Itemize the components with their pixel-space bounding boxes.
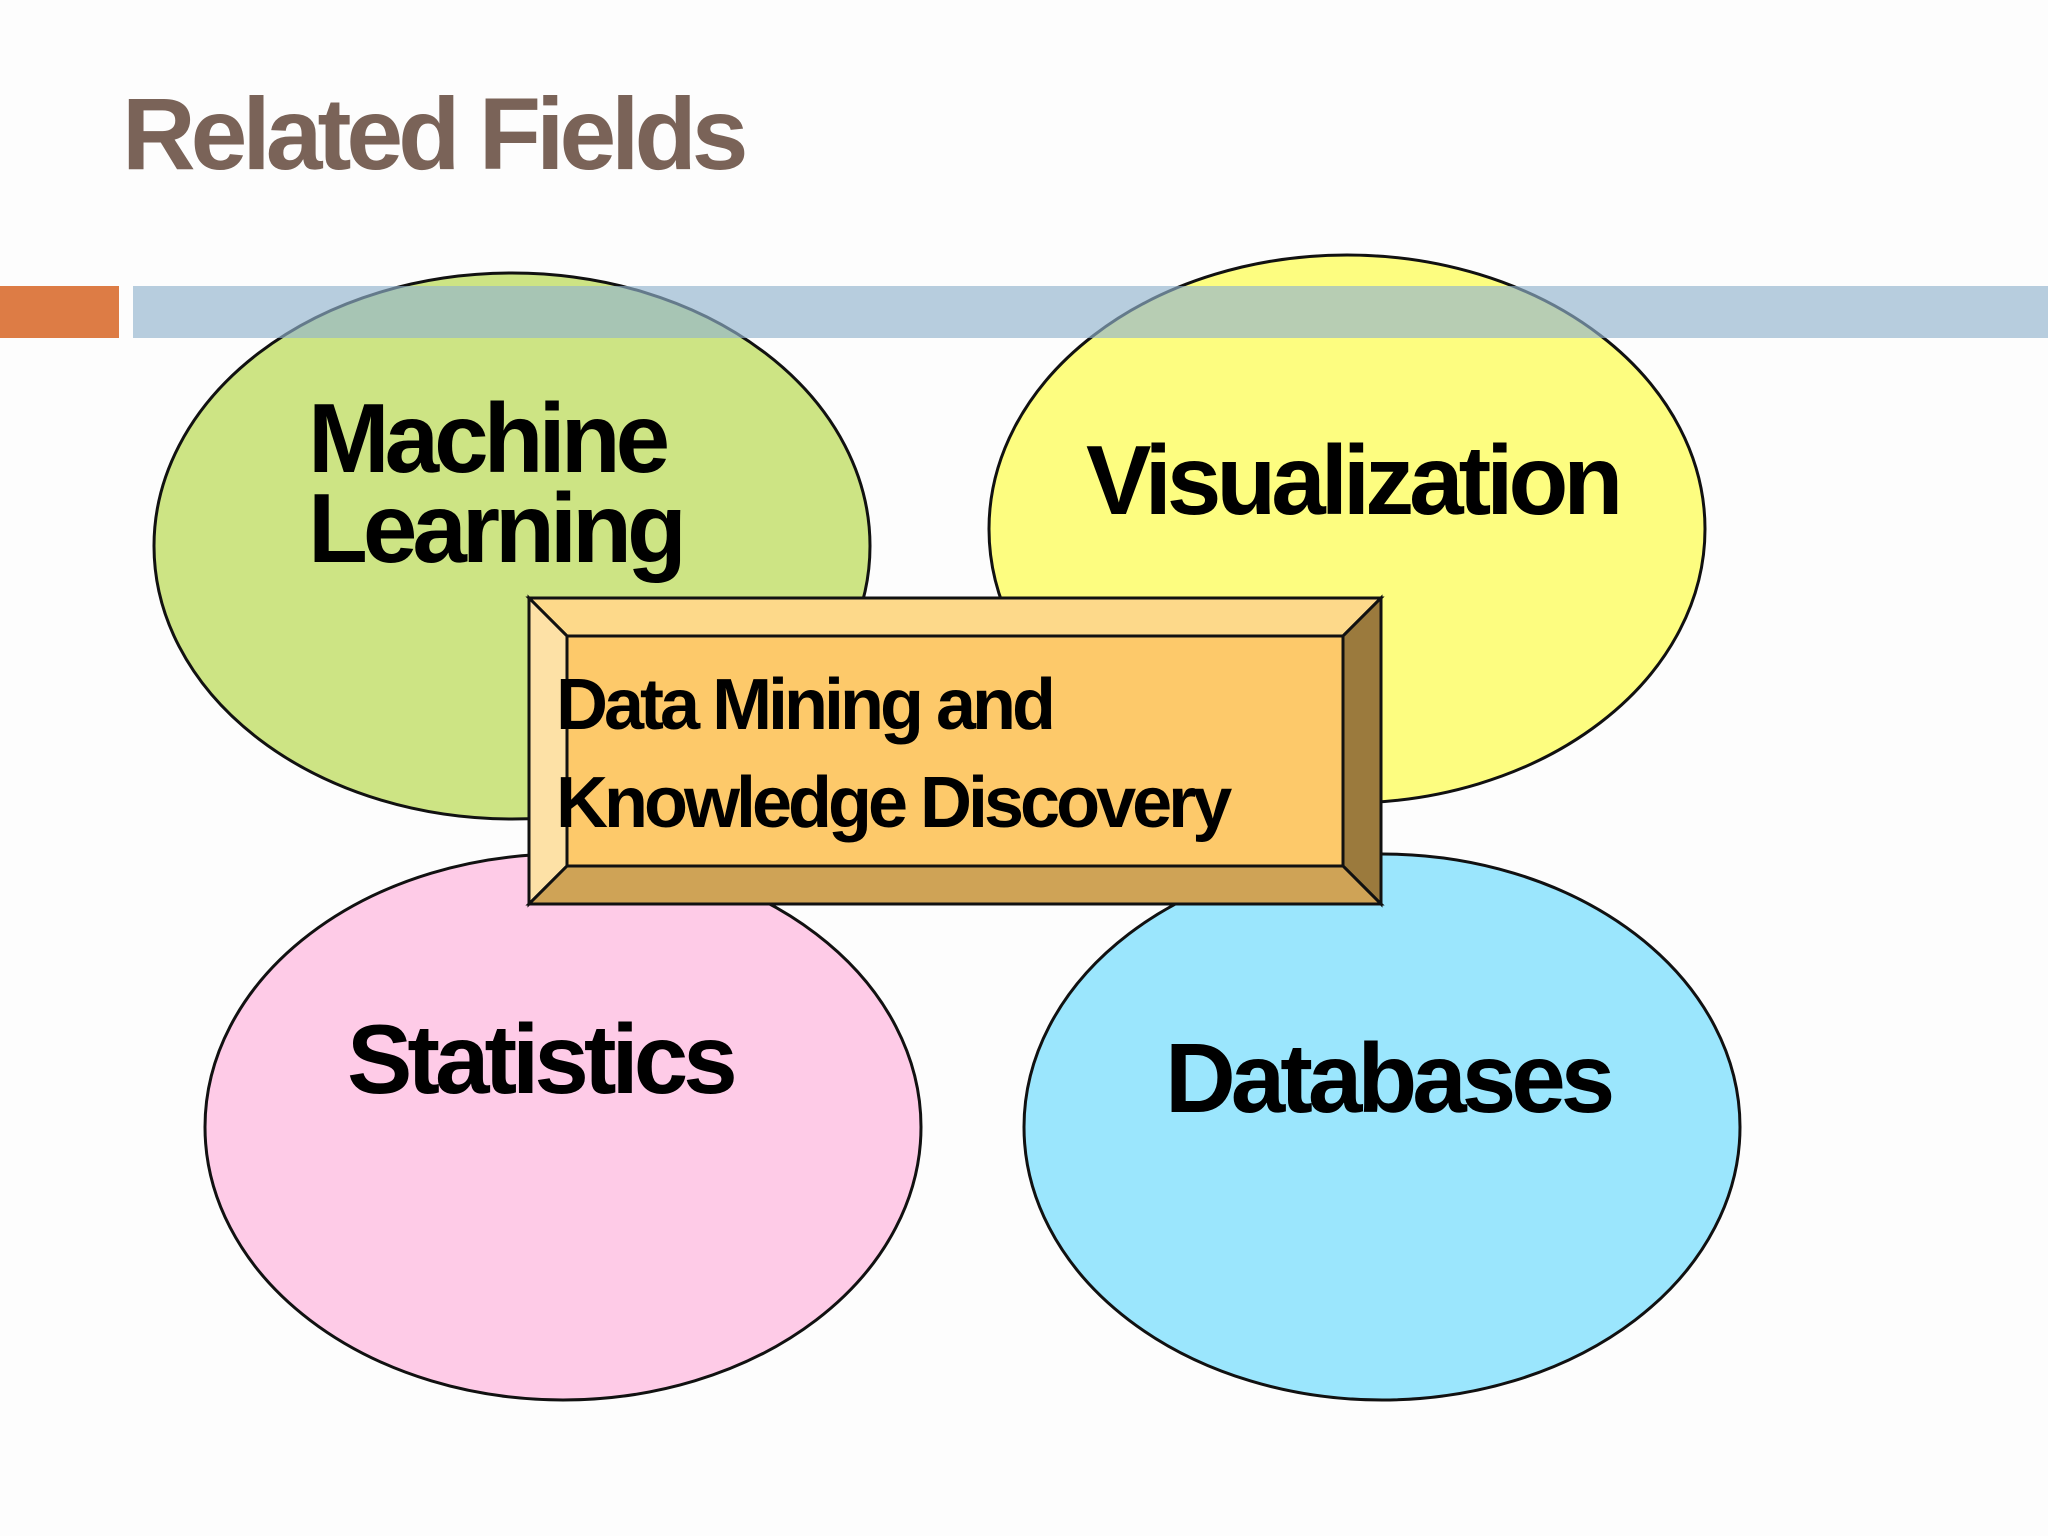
center-box-bevel-bottom <box>525 864 1385 906</box>
center-box-bevel-left <box>527 594 569 908</box>
center-box-label-line2: Knowledge Discovery <box>556 763 1232 843</box>
center-box: Data Mining and Knowledge Discovery <box>525 594 1385 908</box>
visualization-label: Visualization <box>1086 425 1618 535</box>
center-box-bevel-top <box>525 596 1385 638</box>
accent-bar-blue <box>133 286 2048 338</box>
center-box-label-line1: Data Mining and <box>556 665 1052 745</box>
slide-title: Related Fields <box>122 77 749 191</box>
statistics-ellipse <box>203 852 923 1402</box>
statistics-label: Statistics <box>347 1004 734 1114</box>
databases-label: Databases <box>1165 1023 1612 1133</box>
center-box-face <box>565 634 1345 868</box>
accent-bar-orange <box>0 286 119 338</box>
center-box-bevel-right <box>1341 594 1383 908</box>
machine-learning-label-line2: Learning <box>308 473 682 583</box>
machine-learning-label-line1: Machine <box>308 383 668 493</box>
